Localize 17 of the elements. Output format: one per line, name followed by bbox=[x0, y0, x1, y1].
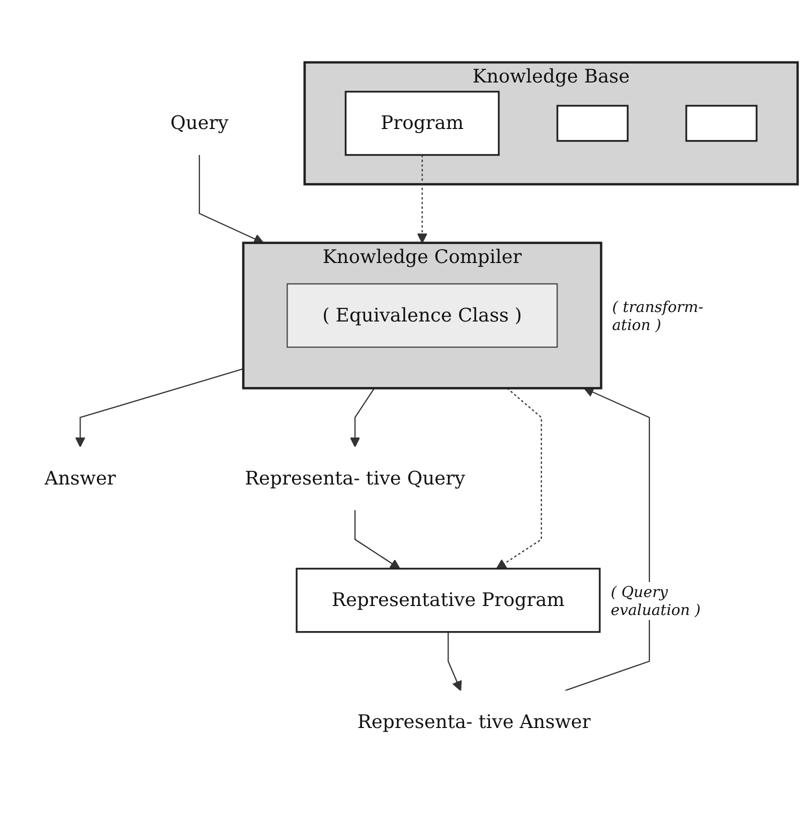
node-text: Representa- tive Query bbox=[244, 466, 466, 489]
node-text: Representa- tive Answer bbox=[357, 710, 591, 733]
node-box bbox=[556, 104, 629, 142]
arrow bbox=[564, 387, 650, 691]
arrow bbox=[198, 154, 264, 244]
arrow bbox=[448, 632, 462, 691]
node-text: Query bbox=[170, 111, 228, 134]
node-box: ( Equivalence Class ) bbox=[286, 283, 558, 348]
node-box: Program bbox=[344, 90, 500, 156]
arrow bbox=[417, 154, 428, 244]
arrow bbox=[354, 510, 400, 570]
node-text: Answer bbox=[44, 466, 116, 489]
arrow bbox=[496, 388, 542, 570]
node-box bbox=[685, 104, 758, 142]
arrow bbox=[350, 388, 375, 448]
arrow bbox=[75, 368, 244, 448]
node-box: Representative Program bbox=[296, 568, 601, 633]
